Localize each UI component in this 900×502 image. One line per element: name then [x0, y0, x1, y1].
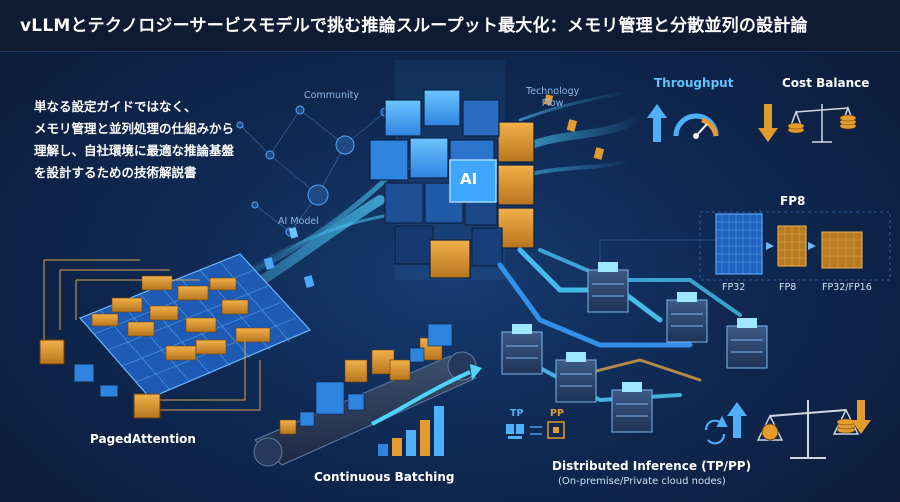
- paged-attention-label: PagedAttention: [90, 432, 196, 446]
- distributed-sub-label: (On-premise/Private cloud nodes): [558, 476, 726, 487]
- intro-text: 単なる設定ガイドではなく、 メモリ管理と並列処理の仕組みから 理解し、自社環境に…: [34, 96, 234, 184]
- paged-attention-connectors: [43, 259, 261, 411]
- tp-label: TP: [510, 408, 524, 419]
- growth-bars: [371, 364, 482, 456]
- swap-arrows-icon: [530, 426, 542, 435]
- cost-balance-label: Cost Balance: [782, 76, 870, 90]
- fp8-panel: [699, 211, 891, 281]
- paged-attention-blocks: [39, 339, 161, 419]
- fp8-label: FP8: [779, 282, 797, 293]
- fp32-fp16-label: FP32/FP16: [822, 282, 872, 293]
- coin-stack-icon: [787, 114, 857, 134]
- intro-line-2: メモリ管理と並列処理の仕組みから: [34, 121, 235, 136]
- server-nodes: [501, 262, 768, 433]
- distributed-inference-label: Distributed Inference (TP/PP): [552, 459, 752, 473]
- technology-flow-label: Technology Flow: [526, 86, 580, 109]
- throughput-label: Throughput: [654, 76, 734, 90]
- throughput-arrow-icon: [647, 104, 667, 142]
- conveyor-belt: [253, 323, 477, 467]
- paged-attention-grid: [78, 253, 312, 399]
- floating-packets: [263, 94, 605, 288]
- chip-icon: [547, 421, 565, 439]
- title-bar: vLLMとテクノロジーサービスモデルで挑む推論スループット最大化：メモリ管理と分…: [0, 0, 900, 52]
- ai-cube-label: AI: [460, 170, 478, 188]
- balance-scale-large: [727, 400, 871, 459]
- ai-cube-stack: [369, 89, 535, 279]
- fp8-title: FP8: [780, 194, 806, 208]
- gauge-icon: [673, 113, 719, 139]
- sync-icon: [704, 415, 728, 445]
- ai-model-label: AI Model: [278, 216, 319, 227]
- continuous-batching-label: Continuous Batching: [314, 470, 455, 484]
- fp32-label: FP32: [722, 282, 746, 293]
- intro-line-3: 理解し、自社環境に最適な推論基盤: [34, 143, 235, 158]
- cost-arrow-icon: [758, 104, 778, 142]
- pp-label: PP: [550, 408, 564, 419]
- community-label: Community: [304, 90, 359, 101]
- gpu-icon: [506, 424, 524, 439]
- page-title: vLLMとテクノロジーサービスモデルで挑む推論スループット最大化：メモリ管理と分…: [20, 16, 808, 36]
- intro-line-1: 単なる設定ガイドではなく、: [34, 99, 197, 114]
- intro-line-4: を設計するための技術解説書: [34, 165, 197, 180]
